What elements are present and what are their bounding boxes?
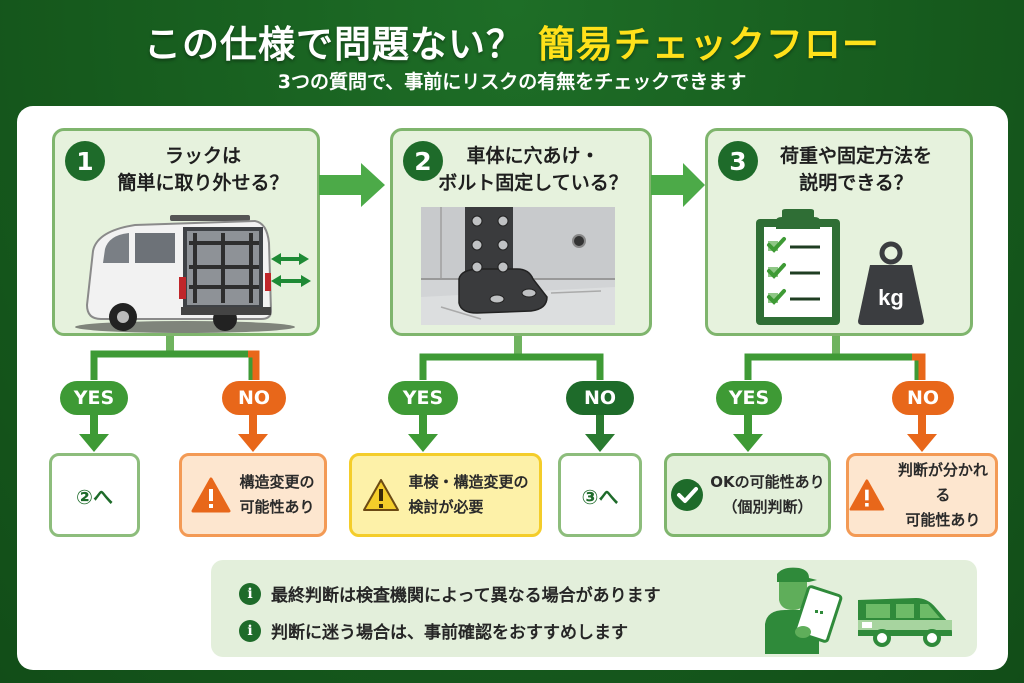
q2-connectors [408,336,615,452]
q1-yes-arrowhead [79,434,109,452]
q3-yes-result: OKの可能性あり （個別判断） [664,453,831,537]
note-item: i 最終判断は検査機関によって異なる場合があります [239,581,661,606]
goto-step-2: ②へ [76,484,113,509]
result-text-line1: 判断が分かれる [897,460,988,504]
note-text: 判断に迷う場合は、事前確認をおすすめします [271,623,628,643]
q2-yes-result: 車検・構造変更の 検討が必要 [349,453,542,537]
q3-no-arrowhead [907,434,937,452]
result-text-line2: 可能性あり [905,510,981,529]
inspector-icon [765,567,843,654]
q1-yes-label: YES [60,381,128,415]
result-text-line1: OKの可能性あり [710,473,825,491]
info-icon: i [239,582,261,605]
result-text-line1: 車検・構造変更の [408,473,529,491]
title-main: この仕様で問題ない？ [144,23,525,66]
result-text: 判断が分かれる 可能性あり [891,458,995,533]
clipboard-checklist-icon [756,209,840,325]
q1-connectors [79,336,268,452]
result-text-line1: 構造変更の [239,473,315,491]
next-arrow-2-to-3 [651,163,705,207]
q1-no-arrowhead [238,434,268,452]
question-text-line2: ボルト固定している？ [438,172,628,194]
notes-box: i 最終判断は検査機関によって異なる場合があります i 判断に迷う場合は、事前確… [211,560,977,657]
question-text-line1: ラックは [164,145,241,167]
q3-no-label: NO [892,381,954,415]
note-text: 最終判断は検査機関によって異なる場合があります [271,586,661,606]
info-icon: i [239,619,261,642]
van-with-rack-illustration [75,215,311,333]
q2-yes-label: YES [388,381,458,415]
result-text: OKの可能性あり （個別判断） [710,470,824,520]
q3-no-result: 判断が分かれる 可能性あり [846,453,998,537]
q3-yes-label: YES [716,381,782,415]
van-icon [858,598,952,647]
result-text: 車検・構造変更の 検討が必要 [408,470,528,520]
result-text-line2: （個別判断） [722,498,813,516]
check-circle-icon [671,479,704,511]
warning-icon [191,477,231,513]
bolted-bracket-illustration [421,207,615,325]
q3-yes-arrowhead [733,434,763,452]
question-card-3: 3 荷重や固定方法を 説明できる？ kg [705,128,973,336]
result-text: 構造変更の 可能性あり [239,470,314,520]
question-text-line2: 説明できる？ [799,172,913,194]
question-card-2: 2 車体に穴あけ・ ボルト固定している？ [390,128,652,336]
weight-label: kg [878,285,904,310]
q2-no-result: ③へ [558,453,642,537]
question-number-badge: 3 [718,141,758,181]
q3-connectors [733,336,937,452]
weight-kg-icon: kg [858,241,924,325]
question-text-line1: 車体に穴あけ・ [466,145,600,167]
q2-no-label: NO [566,381,634,415]
next-arrow-1-to-2 [319,163,385,207]
q1-no-label: NO [222,381,286,415]
result-text-line2: 検討が必要 [408,498,484,516]
warning-icon [849,479,885,511]
question-text: ラックは 簡単に取り外せる？ [95,143,311,197]
q1-no-result: 構造変更の 可能性あり [179,453,327,537]
question-text-line1: 荷重や固定方法を [779,145,932,167]
page-title: この仕様で問題ない？ 簡易チェックフロー [0,14,1024,68]
question-text-line2: 簡単に取り外せる？ [117,172,289,194]
result-text-line2: 可能性あり [239,498,315,516]
goto-step-3: ③へ [581,484,619,509]
q2-yes-arrowhead [408,434,438,452]
title-highlight: 簡易チェックフロー [537,23,880,66]
q1-yes-result: ②へ [49,453,140,537]
warning-icon [363,479,400,511]
question-number-badge: 1 [65,141,105,181]
note-item: i 判断に迷う場合は、事前確認をおすすめします [239,618,628,643]
question-text: 荷重や固定方法を 説明できる？ [748,143,964,197]
question-text: 車体に穴あけ・ ボルト固定している？ [423,143,643,197]
question-number-badge: 2 [403,141,443,181]
question-card-1: 1 ラックは 簡単に取り外せる？ [52,128,320,336]
q2-no-arrowhead [585,434,615,452]
page-subtitle: 3つの質問で、事前にリスクの有無をチェックできます [277,71,747,93]
